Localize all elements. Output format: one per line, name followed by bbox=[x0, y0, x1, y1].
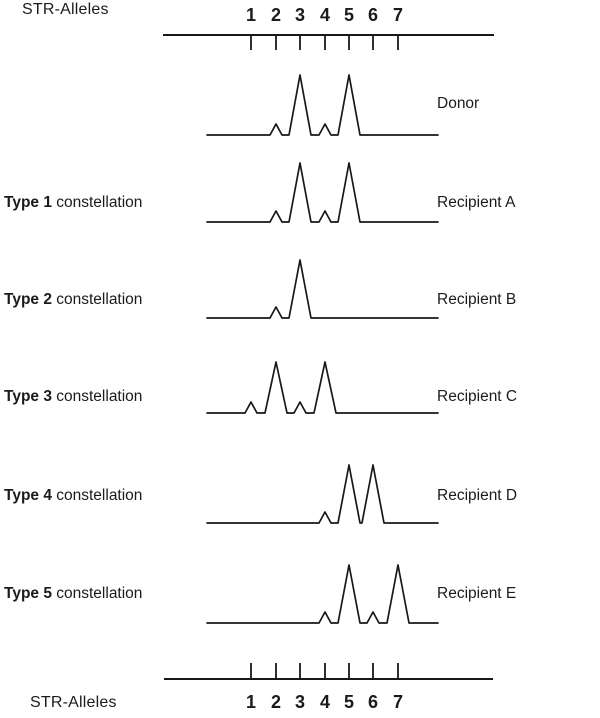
trace-recipient-b bbox=[206, 259, 439, 319]
top-allele-number-3: 3 bbox=[294, 5, 306, 25]
trace-recipient-d bbox=[206, 464, 439, 524]
sample-label-donor: Donor bbox=[437, 95, 480, 112]
sample-label-recipient-a: Recipient A bbox=[437, 194, 516, 211]
bottom-allele-number-6: 6 bbox=[367, 692, 379, 712]
type-label-bold: Type 3 bbox=[4, 388, 52, 405]
bottom-allele-number-2: 2 bbox=[270, 692, 282, 712]
type-label-recipient-c: Type 3 constellation bbox=[4, 388, 142, 406]
sample-label-recipient-c: Recipient C bbox=[437, 388, 518, 405]
top-allele-number-5: 5 bbox=[343, 5, 355, 25]
top-allele-number-1: 1 bbox=[245, 5, 257, 25]
trace-recipient-a bbox=[206, 162, 439, 223]
sample-label-recipient-b: Recipient B bbox=[437, 291, 517, 308]
sample-label-recipient-e: Recipient E bbox=[437, 585, 517, 602]
bottom-allele-number-3: 3 bbox=[294, 692, 306, 712]
bottom-allele-number-4: 4 bbox=[319, 692, 331, 712]
type-label-recipient-a: Type 1 constellation bbox=[4, 194, 142, 212]
bottom-allele-number-7: 7 bbox=[392, 692, 404, 712]
top-allele-number-4: 4 bbox=[319, 5, 331, 25]
bottom-axis-label: STR-Alleles bbox=[30, 694, 117, 711]
bottom-allele-number-5: 5 bbox=[343, 692, 355, 712]
type-label-bold: Type 2 bbox=[4, 291, 52, 308]
type-label-rest: constellation bbox=[51, 585, 143, 602]
type-label-recipient-d: Type 4 constellation bbox=[4, 487, 142, 505]
sample-label-recipient-d: Recipient D bbox=[437, 487, 518, 504]
top-allele-number-2: 2 bbox=[270, 5, 282, 25]
trace-recipient-e bbox=[206, 564, 439, 624]
top-allele-number-7: 7 bbox=[392, 5, 404, 25]
trace-donor bbox=[206, 74, 439, 136]
type-label-rest: constellation bbox=[51, 388, 143, 405]
type-label-recipient-e: Type 5 constellation bbox=[4, 585, 142, 603]
type-label-rest: constellation bbox=[51, 291, 143, 308]
type-label-rest: constellation bbox=[51, 487, 143, 504]
type-label-rest: constellation bbox=[51, 194, 143, 211]
trace-recipient-c bbox=[206, 361, 439, 414]
type-label-bold: Type 1 bbox=[4, 194, 52, 211]
top-allele-number-6: 6 bbox=[367, 5, 379, 25]
top-axis-label: STR-Alleles bbox=[22, 1, 109, 18]
bottom-allele-number-1: 1 bbox=[245, 692, 257, 712]
type-label-bold: Type 5 bbox=[4, 585, 52, 602]
type-label-bold: Type 4 bbox=[4, 487, 52, 504]
type-label-recipient-b: Type 2 constellation bbox=[4, 291, 142, 309]
